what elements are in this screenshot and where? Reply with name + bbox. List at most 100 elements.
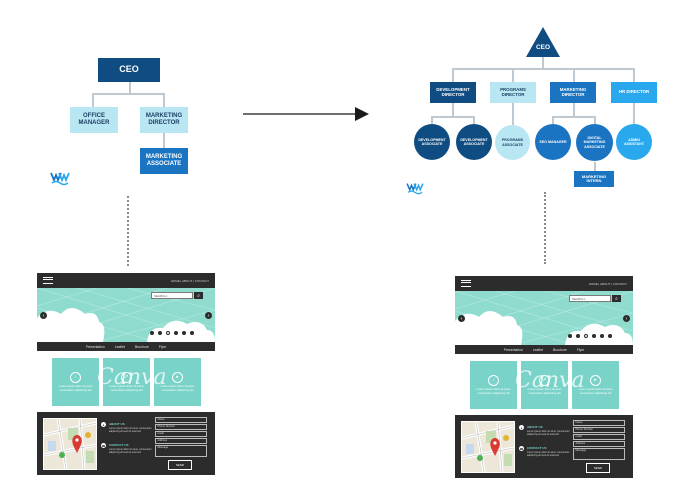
connector bbox=[452, 103, 454, 117]
pager-dot[interactable] bbox=[584, 334, 588, 338]
menu-item[interactable]: Brochure bbox=[552, 347, 567, 352]
feature-tile[interactable]: ↗ Lorem ipsum dolor sit amet consectetur… bbox=[521, 361, 568, 409]
site-menu-bar: Presentation Leaflet Brochure Flyer bbox=[455, 345, 633, 354]
hamburger-menu-icon[interactable] bbox=[461, 280, 471, 287]
feature-tile[interactable]: ▸ Lorem ipsum dolor sit amet consectetur… bbox=[572, 361, 619, 409]
top-nav-links[interactable]: HOME | ABOUT | CONTACT bbox=[588, 281, 627, 286]
info-icon: ● bbox=[101, 422, 106, 427]
hero-banner: SEARCH... ⌕ ‹ › bbox=[455, 291, 633, 345]
pager-dot[interactable] bbox=[166, 331, 170, 335]
hamburger-menu-icon[interactable] bbox=[43, 277, 53, 284]
dotted-connector bbox=[127, 196, 129, 266]
feature-tile[interactable]: ↗ Lorem ipsum dolor sit amet consectetur… bbox=[103, 358, 150, 406]
marketing-director-box: MARKETING DIRECTOR bbox=[550, 82, 596, 103]
pager-dot[interactable] bbox=[150, 331, 154, 335]
phone-icon: ☎ bbox=[101, 443, 106, 448]
connector bbox=[452, 68, 454, 82]
connector bbox=[573, 68, 575, 82]
tile-text: Lorem ipsum dolor sit amet consectetur a… bbox=[160, 383, 195, 392]
connector bbox=[163, 93, 165, 107]
about-text: Lorem ipsum dolor sit amet, consectetur … bbox=[527, 430, 570, 437]
connector bbox=[633, 103, 635, 125]
menu-item[interactable]: Presentation bbox=[85, 344, 105, 349]
email-field[interactable]: email bbox=[155, 431, 207, 437]
download-icon: ↓ bbox=[488, 374, 499, 386]
digital-marketing-associate-circle: DIGITAL MARKETING ASSOCIATE bbox=[576, 124, 613, 161]
connector bbox=[129, 82, 131, 94]
chevron-left-icon[interactable]: ‹ bbox=[458, 315, 465, 322]
address-field[interactable]: Address bbox=[573, 441, 625, 447]
connector bbox=[92, 93, 164, 95]
phone-icon: ☎ bbox=[519, 446, 524, 451]
send-button[interactable]: SEND bbox=[586, 463, 610, 473]
feature-tile[interactable]: ▸ Lorem ipsum dolor sit amet consectetur… bbox=[154, 358, 201, 406]
feature-tile[interactable]: ↓ Lorem ipsum dolor sit amet consectetur… bbox=[470, 361, 517, 409]
pager-dot[interactable] bbox=[182, 331, 186, 335]
menu-item[interactable]: Flyer bbox=[158, 344, 167, 349]
hero-banner: SEARCH... ⌕ ‹ › bbox=[37, 288, 215, 342]
phone-field[interactable]: Phone Number bbox=[573, 427, 625, 433]
download-icon: ↓ bbox=[70, 371, 81, 383]
connector bbox=[512, 103, 514, 125]
about-title: ABOUT US bbox=[527, 425, 543, 429]
ceo-triangle bbox=[526, 27, 560, 57]
about-title: ABOUT US bbox=[109, 422, 125, 426]
programs-director-box: PROGRAMS DIRECTOR bbox=[490, 82, 536, 103]
connector bbox=[473, 116, 475, 124]
location-map[interactable] bbox=[461, 421, 515, 473]
pager-dot[interactable] bbox=[190, 331, 194, 335]
marketing-intern-box: MARKETING INTERN bbox=[574, 171, 614, 187]
search-icon[interactable]: ⌕ bbox=[194, 292, 203, 299]
hr-director-box: HR DIRECTOR bbox=[611, 82, 657, 103]
connector bbox=[594, 116, 596, 124]
website-mockup-before: HOME | ABOUT | CONTACT SEARCH... ⌕ ‹ › P… bbox=[37, 273, 215, 475]
tile-text: Lorem ipsum dolor sit amet consectetur a… bbox=[578, 386, 613, 395]
menu-item[interactable]: Leaflet bbox=[114, 344, 125, 349]
search-input[interactable]: SEARCH... bbox=[569, 295, 611, 302]
connector bbox=[542, 57, 544, 69]
pager-dot[interactable] bbox=[174, 331, 178, 335]
chevron-left-icon[interactable]: ‹ bbox=[40, 312, 47, 319]
connector bbox=[452, 68, 634, 70]
name-field[interactable]: Name bbox=[573, 420, 625, 426]
pager-dot[interactable] bbox=[158, 331, 162, 335]
menu-item[interactable]: Presentation bbox=[503, 347, 523, 352]
tile-text: Lorem ipsum dolor sit amet consectetur a… bbox=[109, 383, 144, 392]
wave-logo-icon bbox=[406, 181, 424, 195]
menu-item[interactable]: Flyer bbox=[576, 347, 585, 352]
contact-section: ● ABOUT US Lorem ipsum dolor sit amet, c… bbox=[455, 415, 633, 478]
seo-manager-circle: SEO MANAGER bbox=[535, 124, 571, 160]
email-field[interactable]: email bbox=[573, 434, 625, 440]
address-field[interactable]: Address bbox=[155, 438, 207, 444]
top-nav-links[interactable]: HOME | ABOUT | CONTACT bbox=[170, 278, 209, 283]
search-icon[interactable]: ⌕ bbox=[612, 295, 621, 302]
marketing-director-box: MARKETING DIRECTOR bbox=[140, 107, 188, 133]
carousel-pager[interactable] bbox=[568, 334, 612, 338]
send-button[interactable]: SEND bbox=[168, 460, 192, 470]
info-icon: ● bbox=[519, 425, 524, 430]
admin-assistant-circle: ADMIN ASSISTANT bbox=[616, 124, 652, 160]
website-mockup-after: HOME | ABOUT | CONTACT SEARCH... ⌕ ‹ › P… bbox=[455, 276, 633, 478]
chevron-right-icon[interactable]: › bbox=[205, 312, 212, 319]
phone-field[interactable]: Phone Number bbox=[155, 424, 207, 430]
chevron-right-icon[interactable]: › bbox=[623, 315, 630, 322]
message-field[interactable]: Message bbox=[573, 448, 625, 460]
menu-item[interactable]: Brochure bbox=[134, 344, 149, 349]
connector bbox=[431, 116, 433, 124]
tile-text: Lorem ipsum dolor sit amet consectetur a… bbox=[527, 386, 562, 395]
feature-tile[interactable]: ↓ Lorem ipsum dolor sit amet consectetur… bbox=[52, 358, 99, 406]
pager-dot[interactable] bbox=[568, 334, 572, 338]
menu-item[interactable]: Leaflet bbox=[532, 347, 543, 352]
carousel-pager[interactable] bbox=[150, 331, 194, 335]
pager-dot[interactable] bbox=[600, 334, 604, 338]
name-field[interactable]: Name bbox=[155, 417, 207, 423]
pager-dot[interactable] bbox=[592, 334, 596, 338]
programs-associate-circle: PROGRAMS ASSOCIATE bbox=[495, 125, 530, 160]
site-top-bar: HOME | ABOUT | CONTACT bbox=[37, 273, 215, 288]
location-map[interactable] bbox=[43, 418, 97, 470]
search-input[interactable]: SEARCH... bbox=[151, 292, 193, 299]
pager-dot[interactable] bbox=[576, 334, 580, 338]
pager-dot[interactable] bbox=[608, 334, 612, 338]
play-icon: ▸ bbox=[172, 371, 183, 383]
message-field[interactable]: Message bbox=[155, 445, 207, 457]
